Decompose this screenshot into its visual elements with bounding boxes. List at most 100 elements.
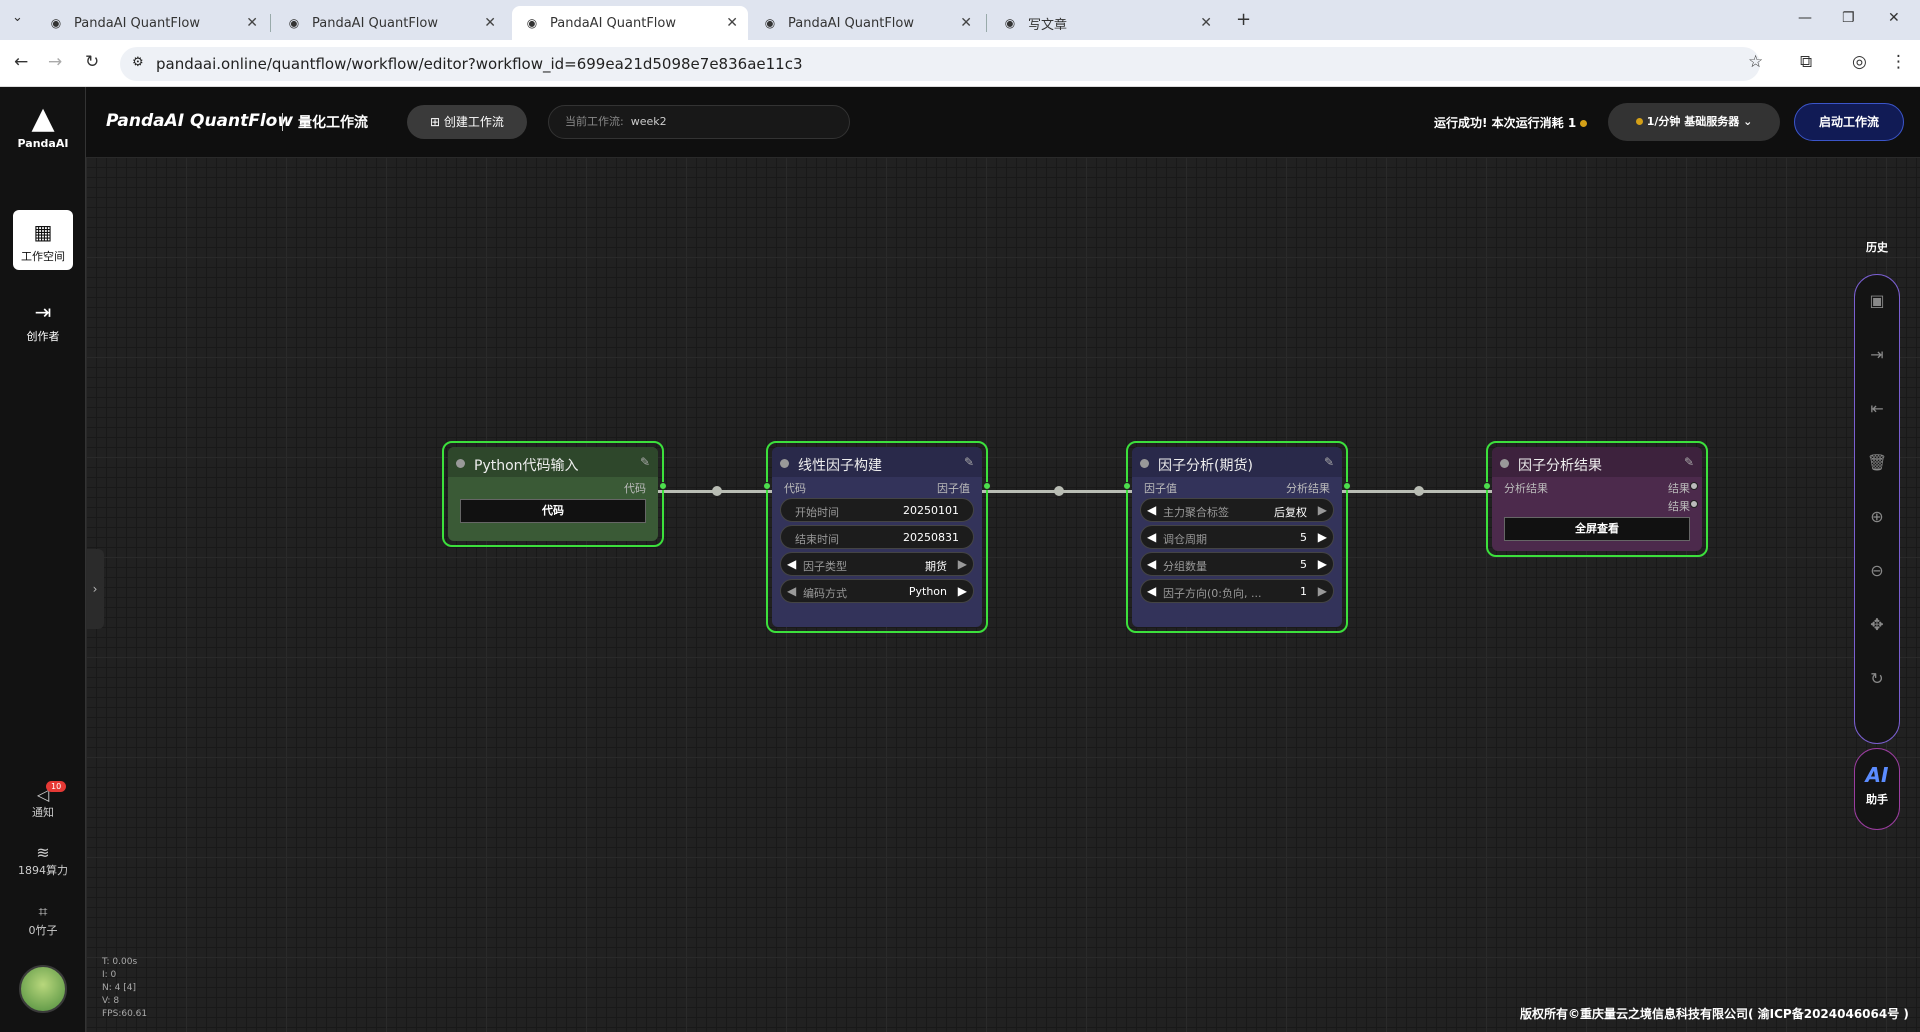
input-port[interactable] xyxy=(1483,482,1491,490)
browser-tab-3-active[interactable]: ◉ PandaAI QuantFlow ✕ xyxy=(512,6,748,40)
creator-icon: ⇥ xyxy=(34,300,52,324)
node-python-code-input[interactable]: Python代码输入 ✎ 代码 代码 xyxy=(442,441,667,547)
save-icon[interactable]: ▣ xyxy=(1869,291,1885,310)
chevron-right-icon: › xyxy=(92,582,98,596)
ai-assistant-button[interactable]: AI 助手 xyxy=(1854,748,1900,830)
close-tab-icon[interactable]: ✕ xyxy=(960,15,972,31)
nav-compute[interactable]: ≋ 1894算力 xyxy=(0,843,86,878)
output-port[interactable] xyxy=(659,482,667,490)
factor-type-widget[interactable]: ◀因子类型期货▶ xyxy=(780,552,974,576)
site-info-icon[interactable]: ⚙ xyxy=(132,55,144,70)
zoom-in-icon[interactable]: ⊕ xyxy=(1870,507,1884,526)
brand-subtitle: 量化工作流 xyxy=(298,115,368,131)
profile-icon[interactable]: ◎ xyxy=(1852,52,1867,72)
avatar[interactable] xyxy=(19,965,67,1013)
node-analysis-result[interactable]: 因子分析结果 ✎ 分析结果 结果 结果 全屏查看 xyxy=(1483,441,1708,557)
edit-icon[interactable]: ✎ xyxy=(1683,455,1694,469)
tab-search-icon[interactable]: ⌄ xyxy=(12,10,23,25)
forward-icon[interactable]: → xyxy=(48,52,63,72)
import-icon[interactable]: ⇤ xyxy=(1870,399,1884,418)
browser-tab-5[interactable]: ◉ 写文章 ✕ xyxy=(990,6,1222,40)
expand-panel-button[interactable]: › xyxy=(86,549,104,629)
url-field[interactable]: ⚙ pandaai.online/quantflow/workflow/edit… xyxy=(120,47,1760,81)
refresh-icon[interactable]: ↻ xyxy=(1870,669,1884,688)
link-python-linear[interactable] xyxy=(652,486,782,496)
input-port[interactable] xyxy=(1123,482,1131,490)
link-analysis-result[interactable] xyxy=(1334,486,1504,496)
edit-icon[interactable]: ✎ xyxy=(639,455,650,469)
link-linear-analysis[interactable] xyxy=(974,486,1144,496)
nav-notify[interactable]: ◁ 10 通知 xyxy=(0,781,86,820)
output-port[interactable] xyxy=(1343,482,1351,490)
arrow-left-icon[interactable]: ◀ xyxy=(787,557,797,571)
left-nav: ▲ PandaAI ▦ 工作空间 ⇥ 创作者 ◁ 10 通知 ≋ 1894算力 … xyxy=(0,87,86,1032)
browser-tab-1[interactable]: ◉ PandaAI QuantFlow ✕ xyxy=(36,6,268,40)
new-tab-icon[interactable]: + xyxy=(1236,9,1252,30)
bamboo-icon: ⌗ xyxy=(38,902,48,921)
nav-bamboo[interactable]: ⌗ 0竹子 xyxy=(0,902,86,938)
database-icon: ≋ xyxy=(36,843,50,862)
arrow-left-icon[interactable]: ◀ xyxy=(1147,530,1157,544)
arrow-left-icon[interactable]: ◀ xyxy=(1147,584,1157,598)
close-window-icon[interactable]: ✕ xyxy=(1888,10,1900,26)
arrow-left-icon[interactable]: ◀ xyxy=(1147,503,1157,517)
start-workflow-button[interactable]: 启动工作流 xyxy=(1794,103,1904,141)
input-port-label: 因子值 xyxy=(1144,482,1177,495)
arrow-left-icon[interactable]: ◀ xyxy=(787,584,797,598)
nav-workspace[interactable]: ▦ 工作空间 xyxy=(13,210,73,270)
node-title: 线性因子构建 xyxy=(798,458,882,474)
workflow-canvas[interactable] xyxy=(86,157,1920,1032)
output-port[interactable] xyxy=(983,482,991,490)
reload-icon[interactable]: ↻ xyxy=(85,52,100,72)
input-port-label: 代码 xyxy=(784,482,806,495)
trash-icon[interactable]: 🗑 xyxy=(1866,453,1888,472)
browser-tab-4[interactable]: ◉ PandaAI QuantFlow ✕ xyxy=(750,6,982,40)
restore-icon[interactable]: ❐ xyxy=(1842,10,1855,26)
pandaai-logo[interactable]: ▲ PandaAI xyxy=(0,101,86,150)
close-tab-icon[interactable]: ✕ xyxy=(1200,15,1212,31)
canvas-tool-strip xyxy=(1854,274,1900,744)
current-workflow-field[interactable]: 当前工作流: week2 xyxy=(548,105,850,139)
arrow-right-icon[interactable]: ▶ xyxy=(1317,557,1327,571)
back-icon[interactable]: ← xyxy=(14,52,29,72)
edit-icon[interactable]: ✎ xyxy=(1323,455,1334,469)
output-port[interactable] xyxy=(1690,500,1698,508)
create-workflow-button[interactable]: ⊞ 创建工作流 xyxy=(407,105,527,139)
output-port[interactable] xyxy=(1690,482,1698,490)
zoom-out-icon[interactable]: ⊖ xyxy=(1870,561,1884,580)
fullscreen-view-button[interactable]: 全屏查看 xyxy=(1504,517,1690,541)
server-select[interactable]: 1/分钟 基础服务器 ⌄ xyxy=(1608,103,1780,141)
arrow-right-icon[interactable]: ▶ xyxy=(1317,584,1327,598)
canvas-tool-icons: ▣ ⇥ ⇤ 🗑 ⊕ ⊖ ✥ ↻ xyxy=(1854,274,1900,706)
input-port[interactable] xyxy=(763,482,771,490)
factor-direction-widget[interactable]: ◀因子方向(0:负向, ...1▶ xyxy=(1140,579,1334,603)
panda-favicon-icon: ◉ xyxy=(526,16,538,30)
browser-menu-icon[interactable]: ⋮ xyxy=(1890,52,1907,72)
browser-tab-2[interactable]: ◉ PandaAI QuantFlow ✕ xyxy=(274,6,506,40)
bookmark-star-icon[interactable]: ☆ xyxy=(1748,52,1764,72)
minimize-icon[interactable]: — xyxy=(1798,10,1812,26)
export-icon[interactable]: ⇥ xyxy=(1870,345,1884,364)
close-tab-icon[interactable]: ✕ xyxy=(484,15,496,31)
close-tab-icon[interactable]: ✕ xyxy=(246,15,258,31)
main-contract-widget[interactable]: ◀主力聚合标签后复权▶ xyxy=(1140,498,1334,522)
arrow-left-icon[interactable]: ◀ xyxy=(1147,557,1157,571)
arrow-right-icon[interactable]: ▶ xyxy=(1317,503,1327,517)
arrow-right-icon[interactable]: ▶ xyxy=(957,557,967,571)
edit-icon[interactable]: ✎ xyxy=(963,455,974,469)
arrow-right-icon[interactable]: ▶ xyxy=(1317,530,1327,544)
panda-favicon-icon: ◉ xyxy=(50,16,62,30)
close-tab-icon[interactable]: ✕ xyxy=(726,15,738,31)
fit-view-icon[interactable]: ✥ xyxy=(1870,615,1884,634)
nav-creator[interactable]: ⇥ 创作者 xyxy=(13,290,73,350)
code-button[interactable]: 代码 xyxy=(460,499,646,523)
extensions-icon[interactable]: ⧉ xyxy=(1800,52,1813,72)
arrow-right-icon[interactable]: ▶ xyxy=(957,584,967,598)
